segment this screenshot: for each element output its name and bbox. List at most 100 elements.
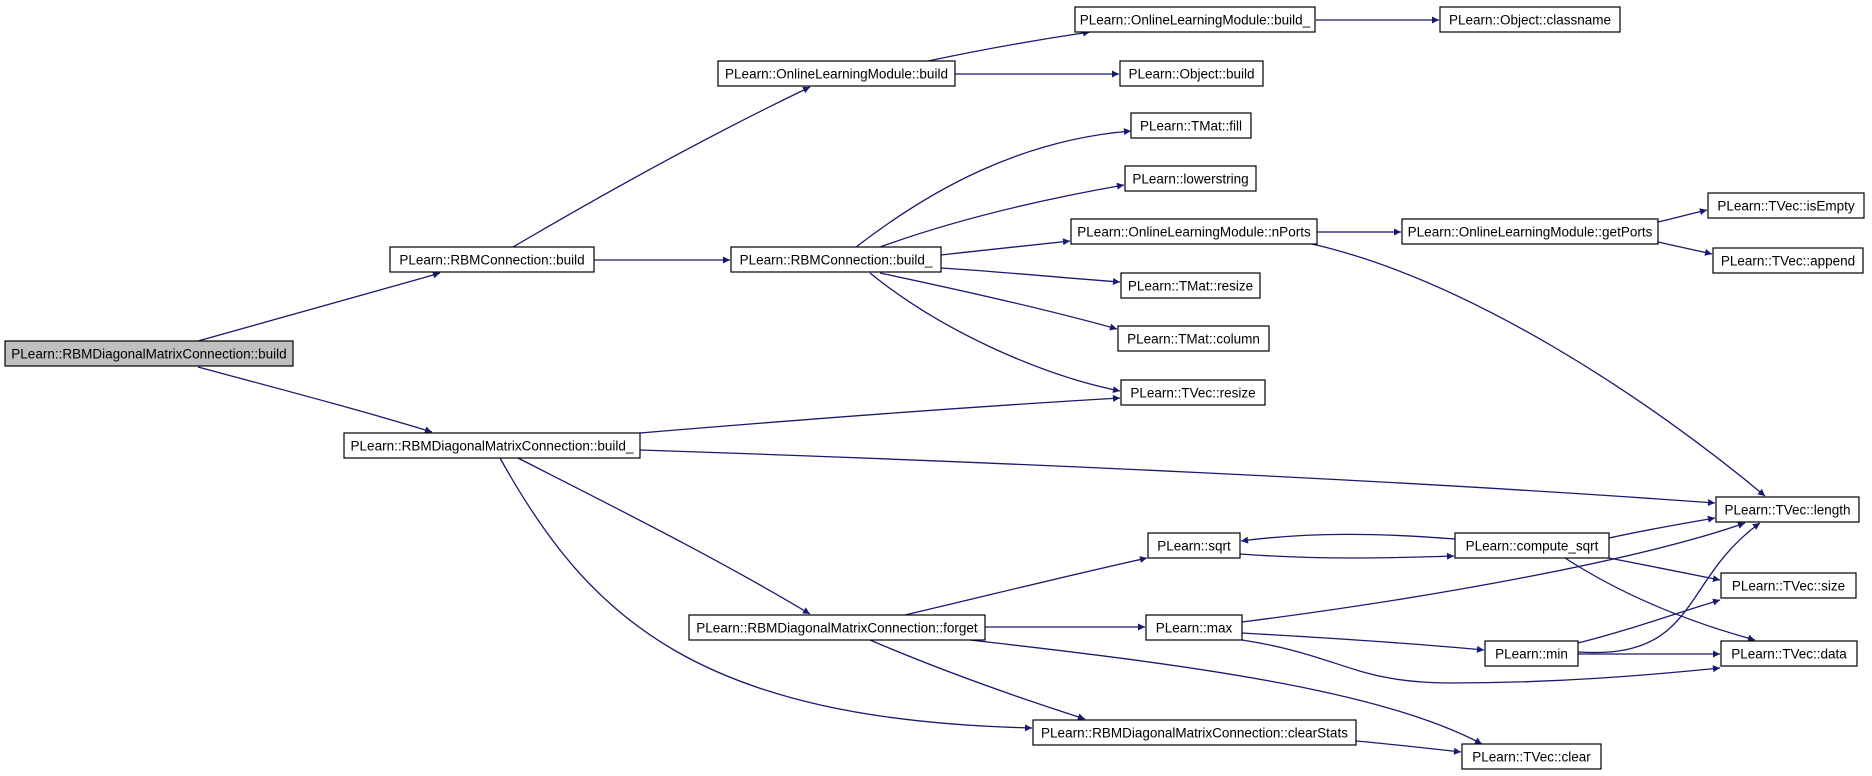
node-label: PLearn::RBMDiagonalMatrixConnection::for…: [696, 621, 978, 636]
node-box: [1720, 640, 1858, 667]
node-box: [1720, 572, 1857, 599]
node-olm-build[interactable]: PLearn::OnlineLearningModule::build: [717, 60, 956, 87]
call-edge-root-to-rdmc_build_: [197, 366, 433, 434]
node-tvec-append[interactable]: PLearn::TVec::append: [1712, 247, 1864, 274]
node-label: PLearn::RBMConnection::build: [399, 253, 584, 268]
node-box: [1401, 218, 1659, 245]
node-label: PLearn::TVec::length: [1724, 503, 1850, 518]
node-label: PLearn::TVec::append: [1721, 254, 1855, 269]
node-label: PLearn::Object::build: [1128, 67, 1254, 82]
node-olm-nports[interactable]: PLearn::OnlineLearningModule::nPorts: [1070, 218, 1318, 245]
node-box: [730, 246, 942, 273]
node-box: [1124, 165, 1257, 192]
node-max[interactable]: PLearn::max: [1145, 614, 1243, 641]
call-edge-rdmc_build_-to-rdmc_forget: [517, 457, 811, 615]
node-tvec-length[interactable]: PLearn::TVec::length: [1715, 496, 1860, 523]
call-edge-olm_getports-to-tvec_isempty: [1657, 208, 1708, 223]
node-root[interactable]: PLearn::RBMDiagonalMatrixConnection::bui…: [4, 340, 294, 367]
node-box: [1707, 192, 1865, 219]
node-compute-sqrt[interactable]: PLearn::compute_sqrt: [1454, 532, 1610, 559]
call-edge-compute_sqrt-to-tvec_length: [1608, 515, 1716, 539]
node-tvec-data[interactable]: PLearn::TVec::data: [1720, 640, 1858, 667]
node-box: [1461, 743, 1602, 770]
node-lowerstring[interactable]: PLearn::lowerstring: [1124, 165, 1257, 192]
node-rbmc-build-[interactable]: PLearn::RBMConnection::build_: [730, 246, 942, 273]
call-edge-rbmc_build_-to-olm_nports: [940, 238, 1071, 256]
node-box: [1119, 60, 1264, 87]
node-tmat-column[interactable]: PLearn::TMat::column: [1117, 325, 1270, 352]
call-edge-rdmc_build_-to-rdmc_clearstats: [499, 457, 1033, 732]
node-box: [343, 432, 641, 459]
node-box: [1120, 379, 1266, 406]
node-label: PLearn::TVec::isEmpty: [1717, 199, 1855, 214]
node-box: [1120, 272, 1261, 299]
node-tvec-size[interactable]: PLearn::TVec::size: [1720, 572, 1857, 599]
call-edge-olm_getports-to-tvec_append: [1657, 241, 1713, 256]
node-box: [1130, 112, 1252, 139]
call-edge-olm_build-to-olm_build_: [927, 29, 1091, 62]
node-box: [1145, 614, 1243, 641]
node-olm-build-[interactable]: PLearn::OnlineLearningModule::build_: [1074, 6, 1316, 33]
call-edge-olm_nports-to-tvec_length: [1311, 243, 1766, 497]
node-label: PLearn::TVec::size: [1732, 579, 1845, 594]
node-box: [1454, 532, 1610, 559]
function-nodes: PLearn::RBMDiagonalMatrixConnection::bui…: [4, 6, 1865, 770]
call-edge-rdmc_forget-to-tvec_clear: [969, 639, 1483, 745]
node-box: [1715, 496, 1860, 523]
node-box: [1074, 6, 1316, 33]
node-label: PLearn::compute_sqrt: [1466, 539, 1599, 554]
call-edge-rdmc_forget-to-sqrt: [904, 556, 1148, 616]
node-label: PLearn::RBMConnection::build_: [740, 253, 933, 268]
call-edge-compute_sqrt-to-sqrt: [1240, 533, 1456, 544]
node-tvec-clear[interactable]: PLearn::TVec::clear: [1461, 743, 1602, 770]
node-rdmc-forget[interactable]: PLearn::RBMDiagonalMatrixConnection::for…: [688, 614, 986, 641]
call-edge-compute_sqrt-to-tvec_size: [1608, 557, 1721, 583]
node-rdmc-build-[interactable]: PLearn::RBMDiagonalMatrixConnection::bui…: [343, 432, 641, 459]
call-edge-rbmc_build_-to-tmat_resize: [940, 267, 1121, 285]
call-edge-rdmc_clearstats-to-tvec_clear: [1355, 740, 1462, 755]
node-rbmc-build[interactable]: PLearn::RBMConnection::build: [389, 246, 595, 273]
node-tmat-resize[interactable]: PLearn::TMat::resize: [1120, 272, 1261, 299]
node-box: [1070, 218, 1318, 245]
node-box: [688, 614, 986, 641]
node-obj-classname[interactable]: PLearn::Object::classname: [1439, 6, 1621, 33]
node-label: PLearn::OnlineLearningModule::nPorts: [1077, 225, 1311, 240]
node-box: [1439, 6, 1621, 33]
node-label: PLearn::OnlineLearningModule::getPorts: [1408, 225, 1653, 240]
node-tvec-isempty[interactable]: PLearn::TVec::isEmpty: [1707, 192, 1865, 219]
node-label: PLearn::OnlineLearningModule::build: [725, 67, 948, 82]
node-box: [1032, 719, 1357, 746]
node-tmat-fill[interactable]: PLearn::TMat::fill: [1130, 112, 1252, 139]
node-label: PLearn::TMat::column: [1127, 332, 1260, 347]
node-min[interactable]: PLearn::min: [1484, 640, 1579, 667]
node-label: PLearn::max: [1156, 621, 1233, 636]
node-label: PLearn::TMat::fill: [1140, 119, 1242, 134]
node-box: [4, 340, 294, 367]
node-box: [1147, 532, 1241, 559]
node-obj-build[interactable]: PLearn::Object::build: [1119, 60, 1264, 87]
call-edge-sqrt-to-compute_sqrt: [1239, 552, 1455, 560]
node-olm-getports[interactable]: PLearn::OnlineLearningModule::getPorts: [1401, 218, 1659, 245]
call-edge-rdmc_forget-to-rdmc_clearstats: [869, 639, 1086, 721]
node-box: [1712, 247, 1864, 274]
call-edge-rbmc_build_-to-tmat_fill: [855, 128, 1132, 248]
node-box: [1484, 640, 1579, 667]
call-edge-max-to-tvec_data: [1241, 639, 1721, 684]
node-label: PLearn::min: [1495, 647, 1568, 662]
call-edge-rdmc_build_-to-tvec_resize: [639, 394, 1121, 434]
node-box: [1117, 325, 1270, 352]
call-edge-min-to-tvec_size: [1577, 598, 1721, 644]
call-edge-rdmc_build_-to-tvec_length: [639, 449, 1716, 506]
node-tvec-resize[interactable]: PLearn::TVec::resize: [1120, 379, 1266, 406]
node-label: PLearn::OnlineLearningModule::build_: [1080, 13, 1311, 28]
node-sqrt[interactable]: PLearn::sqrt: [1147, 532, 1241, 559]
call-edge-max-to-min: [1241, 632, 1485, 653]
call-edges: [197, 16, 1766, 755]
node-label: PLearn::TMat::resize: [1128, 279, 1253, 294]
node-rdmc-clearstats[interactable]: PLearn::RBMDiagonalMatrixConnection::cle…: [1032, 719, 1357, 746]
node-label: PLearn::RBMDiagonalMatrixConnection::bui…: [351, 439, 634, 454]
node-label: PLearn::RBMDiagonalMatrixConnection::cle…: [1041, 726, 1348, 741]
call-edge-compute_sqrt-to-tvec_data: [1564, 557, 1756, 642]
call-edge-min-to-tvec_length: [1577, 522, 1761, 654]
node-label: PLearn::Object::classname: [1449, 13, 1611, 28]
